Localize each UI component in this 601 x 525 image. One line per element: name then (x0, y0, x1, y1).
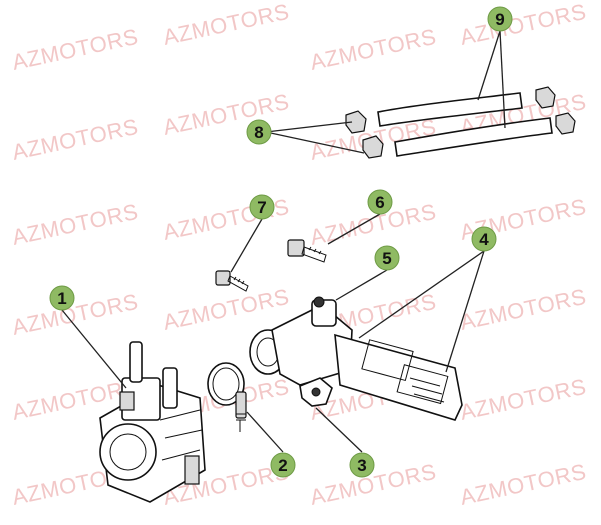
callout-label: 6 (375, 193, 384, 212)
callout-label: 7 (257, 198, 266, 217)
callout-label: 2 (278, 456, 287, 475)
callout-label: 3 (357, 456, 366, 475)
part-7-bolt (215, 270, 249, 292)
part-2-clamp (207, 362, 247, 432)
callout-4[interactable]: 4 (471, 226, 497, 252)
callout-7[interactable]: 7 (249, 194, 275, 220)
callout-marker (471, 226, 497, 252)
callout-5[interactable]: 5 (374, 245, 400, 271)
callout-label: 4 (479, 230, 489, 249)
watermark-text: AZMOTORS (10, 114, 141, 165)
callout-marker (270, 452, 296, 478)
watermark-text: AZMOTORS (308, 24, 439, 75)
watermark-text: AZMOTORS (161, 284, 292, 335)
callout-marker (487, 6, 513, 32)
watermark-text: AZMOTORS (161, 0, 292, 50)
callout-marker (49, 285, 75, 311)
callout-marker (249, 194, 275, 220)
callout-label: 8 (254, 123, 263, 142)
callout-marker (374, 245, 400, 271)
callout-label: 1 (57, 289, 66, 308)
watermark-text: AZMOTORS (458, 0, 589, 50)
part-9-hoses (377, 92, 553, 157)
callout-2[interactable]: 2 (270, 452, 296, 478)
callout-marker (349, 452, 375, 478)
callout-marker (246, 119, 272, 145)
callout-9[interactable]: 9 (487, 6, 513, 32)
watermark-text: AZMOTORS (10, 199, 141, 250)
leader-lines (61, 30, 506, 453)
part-1-carburetor (99, 341, 206, 503)
callout-8[interactable]: 8 (246, 119, 272, 145)
watermark-text: AZMOTORS (458, 284, 589, 335)
callout-marker (367, 189, 393, 215)
part-3-bracket (299, 377, 333, 407)
part-6-bolt (287, 239, 327, 263)
part-8-clips (345, 86, 576, 159)
watermark-text: AZMOTORS (10, 289, 141, 340)
callout-6[interactable]: 6 (367, 189, 393, 215)
callout-1[interactable]: 1 (49, 285, 75, 311)
callout-label: 9 (495, 10, 504, 29)
callout-label: 5 (382, 249, 391, 268)
callout-3[interactable]: 3 (349, 452, 375, 478)
watermark-text: AZMOTORS (10, 24, 141, 75)
watermark-text: AZMOTORS (458, 374, 589, 425)
watermark-text: AZMOTORS (458, 459, 589, 510)
part-4-intake-manifold (249, 296, 463, 421)
watermark-text: AZMOTORS (161, 89, 292, 140)
